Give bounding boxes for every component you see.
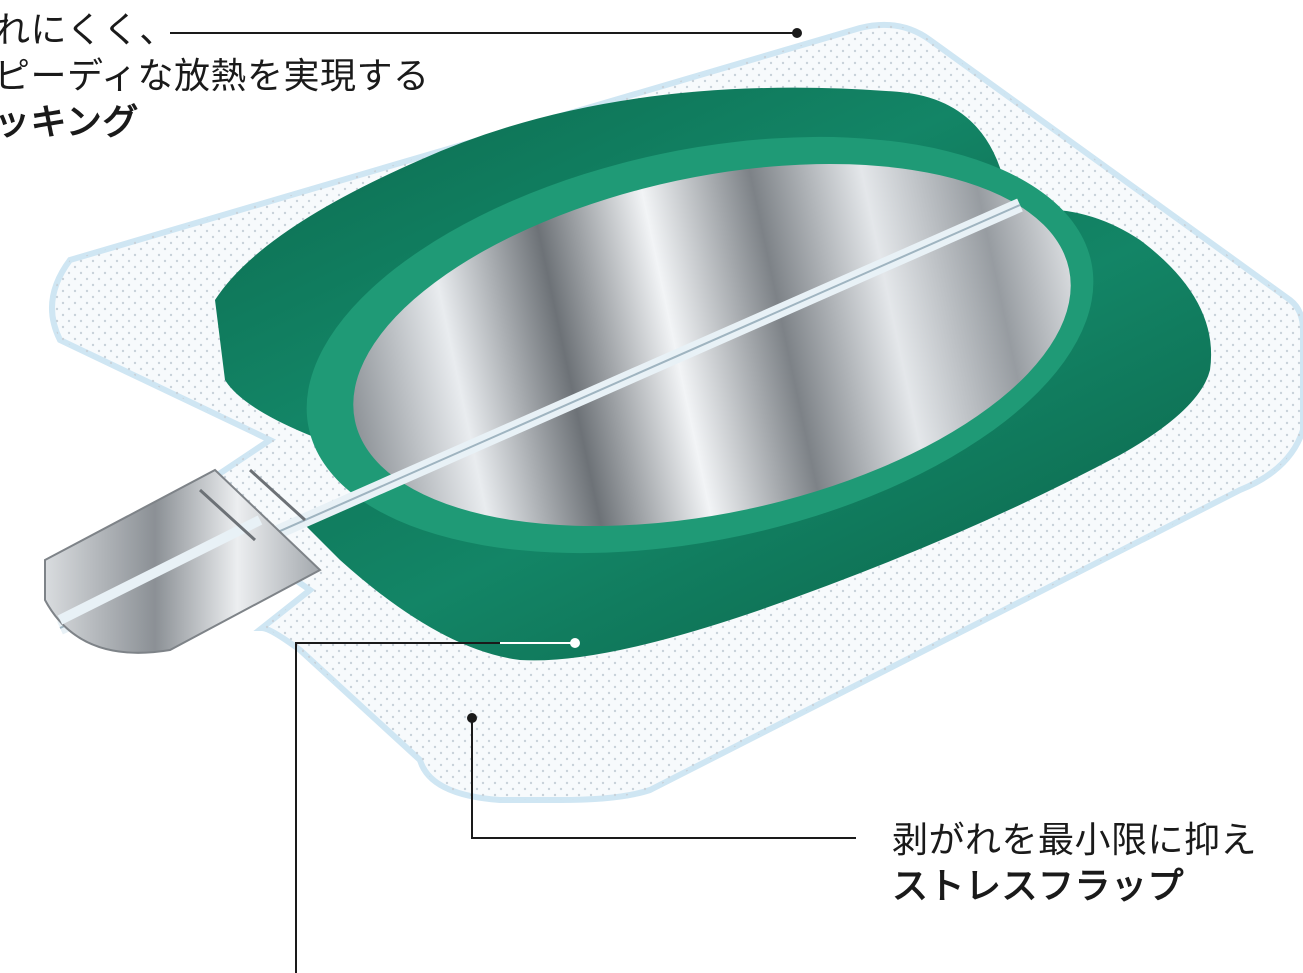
callout-bottom-line2: ストレスフラップ (892, 866, 1185, 907)
connector-tab (44, 468, 322, 654)
callout-top-line1: れにくく、 (0, 10, 176, 51)
leader-line-bottom-right (467, 713, 856, 839)
callout-top-line2: ピーディな放熱を実現する (0, 56, 430, 97)
callout-top: れにくく、 ピーディな放熱を実現する ッキング (0, 8, 429, 146)
leader-line-bottom-left (295, 638, 580, 973)
callout-bottom: 剥がれを最小限に抑え ストレスフラップ (892, 818, 1257, 910)
callout-top-line3: ッキング (0, 102, 139, 143)
callout-bottom-line1: 剥がれを最小限に抑え (892, 820, 1258, 861)
leader-line-top (170, 28, 802, 38)
